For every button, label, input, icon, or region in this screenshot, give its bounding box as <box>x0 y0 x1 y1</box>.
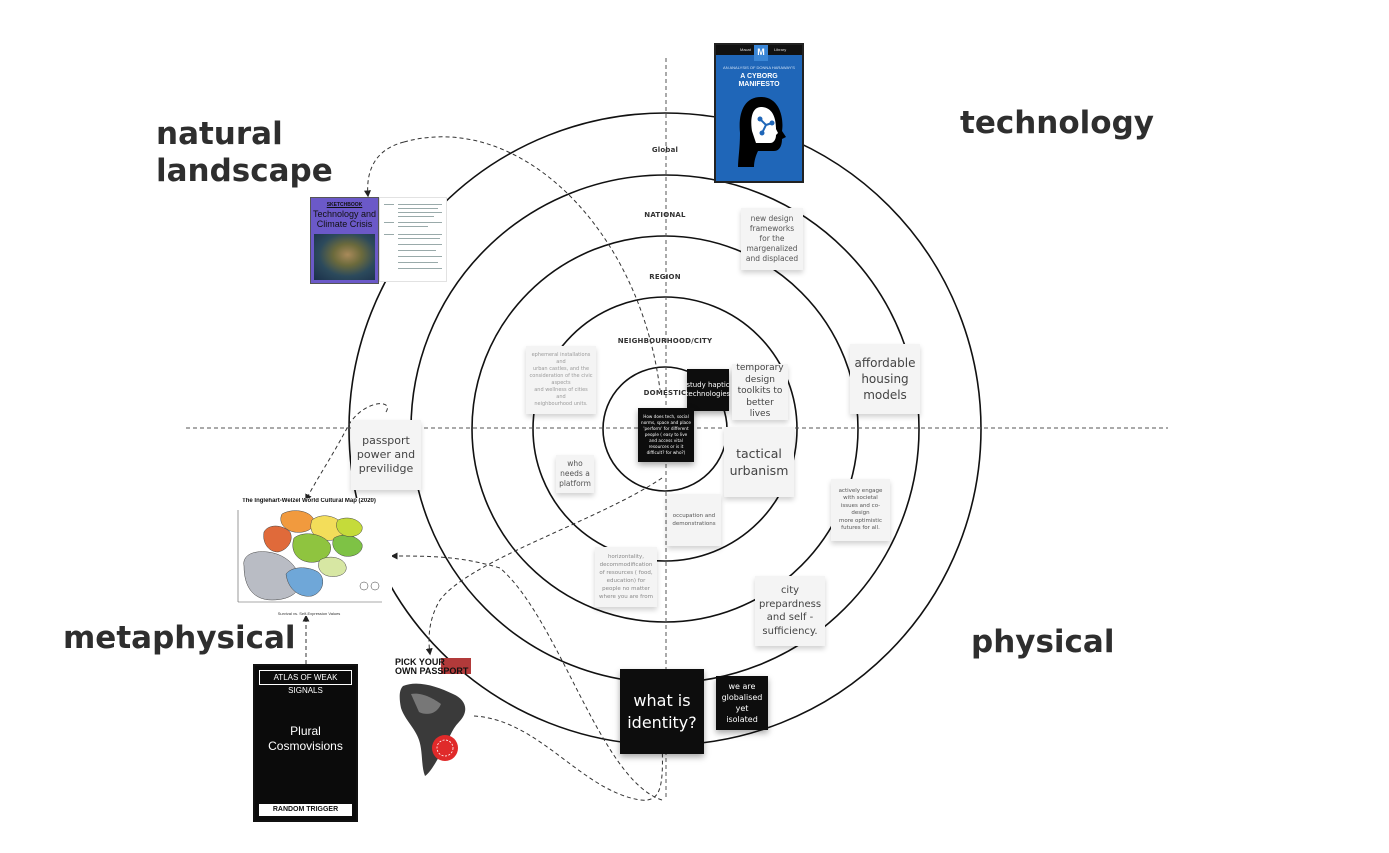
poster-title: PICK YOUR OWN PASSPORT <box>395 658 469 676</box>
card-header: ATLAS OF WEAK SIGNALS <box>259 670 352 695</box>
book-cover-cyborg-manifesto[interactable]: Macat Library M AN ANALYSIS OF DONNA HAR… <box>714 43 804 183</box>
quadrant-technology: technology <box>960 105 1154 141</box>
connector-landscape-to-domestic <box>403 136 661 391</box>
sticky-note-actively-engage[interactable]: actively engage with societal issues and… <box>831 479 890 541</box>
ring-label-neighbourhood-city: NEIGHBOURHOOD/CITY <box>617 337 713 345</box>
ring-label-national: NATIONAL <box>644 211 686 219</box>
ring-neighbourhood <box>532 296 798 562</box>
cultural-map-image[interactable]: The Inglehart-Welzel World Cultural Map … <box>226 498 392 616</box>
macat-logo: M <box>754 45 768 61</box>
ring-region <box>471 235 859 623</box>
sticky-note-occupation-demonstrations[interactable]: occupation and demonstrations <box>667 494 721 546</box>
quadrant-metaphysical: metaphysical <box>63 620 296 656</box>
sticky-note-affordable-housing[interactable]: affordable housing models <box>850 344 920 414</box>
red-flag-strip <box>441 658 471 674</box>
sticky-note-new-design-frameworks[interactable]: new design frameworks for the margenaliz… <box>741 208 803 270</box>
sticky-note-passport-power[interactable]: passport power and previlidge <box>351 420 421 490</box>
card-title: Plural Cosmovisions <box>268 724 343 753</box>
series-label-right: Library <box>774 47 787 52</box>
map-title: The Inglehart-Welzel World Cultural Map … <box>242 498 376 504</box>
ring-label-global: Global <box>651 146 679 154</box>
book-subtitle: AN ANALYSIS OF DONNA HARAWAY'S <box>723 65 795 70</box>
book-text-page <box>379 197 447 282</box>
card-footer: RANDOM TRIGGER <box>259 804 352 816</box>
cultural-map-blobs <box>237 510 382 603</box>
quadrant-physical: physical <box>971 624 1115 660</box>
map-x-axis-label: Survival vs. Self-Expression Values <box>277 611 341 616</box>
sticky-note-study-haptic[interactable]: study haptic technologies <box>686 369 730 411</box>
sticky-note-how-does-tech[interactable]: How does tech, social norms, space and p… <box>638 408 694 462</box>
sticky-note-temporary-design[interactable]: temporary design toolkits to better live… <box>732 363 788 420</box>
south-america-map-icon <box>399 683 466 776</box>
cyborg-head-icon <box>738 97 786 167</box>
connector-passport-to-identity <box>473 715 666 801</box>
ring-label-region: REGION <box>649 273 681 281</box>
quadrant-natural-landscape: natural landscape <box>156 116 333 190</box>
ring-label-domestic: DOMESTIC <box>643 389 687 397</box>
connector-landscape-to-climate <box>363 141 405 198</box>
sticky-note-who-needs-platform[interactable]: who needs a platform <box>556 455 594 493</box>
connector-platform-to-passport <box>425 477 663 656</box>
book-cover-technology-climate-crisis[interactable]: SKETCHBOOK Technology and Climate Crisis <box>310 197 379 284</box>
series-label-left: Macat <box>740 47 751 52</box>
connector-identity-to-map <box>390 552 663 801</box>
poster-pick-your-own-passport[interactable]: PICK YOUR OWN PASSPORT <box>395 658 475 778</box>
sticky-note-tactical-urbanism[interactable]: tactical urbanism <box>724 427 794 497</box>
sticky-note-city-preparedness[interactable]: city prepardness and self - sufficiency. <box>755 576 825 646</box>
card-plural-cosmovisions[interactable]: ATLAS OF WEAK SIGNALS Plural Cosmovision… <box>253 664 358 822</box>
book-kicker: SKETCHBOOK <box>326 202 363 208</box>
book-title: A CYBORG MANIFESTO <box>738 73 780 88</box>
sticky-note-ephemeral-installations[interactable]: ephemeral installations and urban castle… <box>526 346 596 414</box>
book-title: Technology and Climate Crisis <box>312 209 377 229</box>
sticky-note-what-is-identity[interactable]: what is identity? <box>620 669 704 754</box>
satellite-map-image <box>314 234 375 280</box>
sticky-note-globalised-isolated[interactable]: we are globalised yet isolated <box>716 676 768 730</box>
connector-passport-to-map <box>305 403 388 502</box>
sticky-note-horizontality[interactable]: horizontality, decommodification of reso… <box>595 547 657 607</box>
